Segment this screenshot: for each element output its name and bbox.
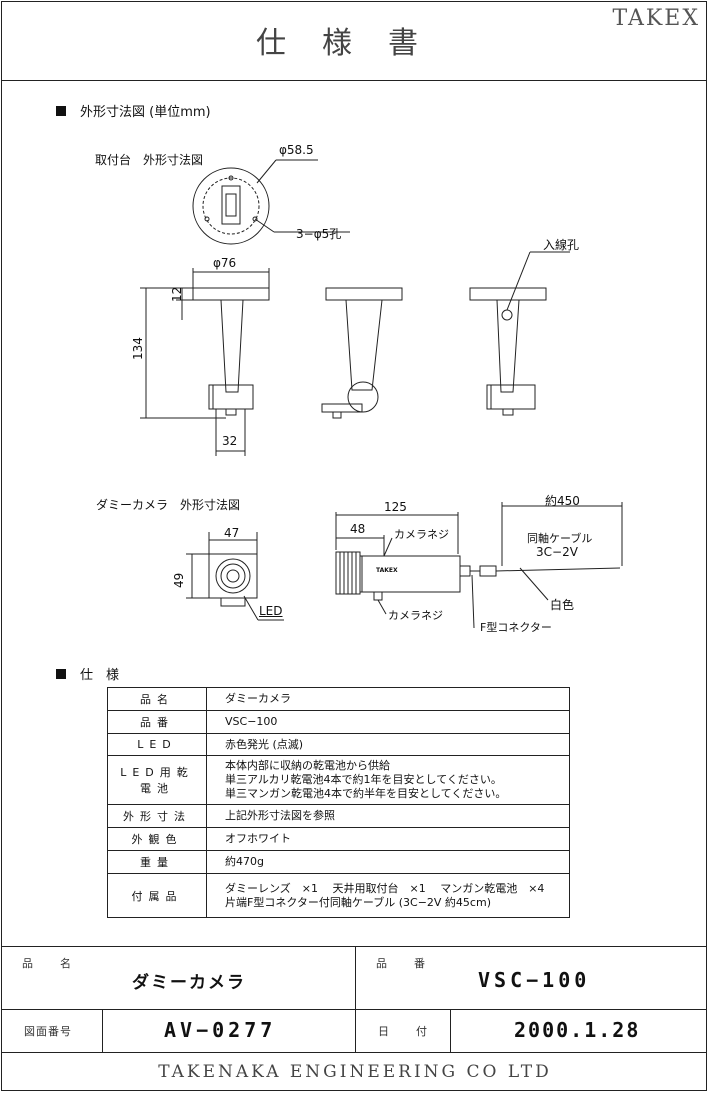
spec-row: 外形寸法 上記外形寸法図を参照 <box>107 804 570 828</box>
spec-value-line: 赤色発光 (点滅) <box>225 737 304 751</box>
spec-key: LED <box>107 733 207 756</box>
mount-caption: 取付台 外形寸法図 <box>95 153 204 167</box>
spec-key: 重量 <box>107 850 207 874</box>
dim-134: 134 <box>131 337 145 360</box>
dim-phi585: φ58.5 <box>279 143 314 157</box>
camera-body-brand: TAKEX <box>376 567 398 574</box>
inlet-hole-label: 入線孔 <box>543 238 580 252</box>
spec-value: 本体内部に収納の乾電池から供給単三アルカリ乾電池4本で約1年を目安としてください… <box>206 755 570 805</box>
dim-32: 32 <box>222 434 238 448</box>
titleblock-code-cell <box>355 946 707 1010</box>
name-value: ダミーカメラ <box>132 973 246 993</box>
spec-key: 外形寸法 <box>107 804 207 828</box>
dim-holes: 3−φ5孔 <box>296 227 342 241</box>
spec-value: 約470g <box>206 850 570 874</box>
dim-47: 47 <box>224 526 240 540</box>
dim-49: 49 <box>172 572 186 588</box>
code-label: 品 番 <box>376 957 433 970</box>
drawing-number-value: AV−0277 <box>164 1018 277 1042</box>
spec-value-line: 約470g <box>225 855 264 868</box>
spec-value-line: 本体内部に収納の乾電池から供給 <box>225 759 390 772</box>
camera-screw-label-bottom: カメラネジ <box>388 609 443 622</box>
spec-row: LED用乾電池本体内部に収納の乾電池から供給単三アルカリ乾電池4本で約1年を目安… <box>107 755 570 805</box>
spec-value-line: 上記外形寸法図を参照 <box>225 809 335 822</box>
spec-key: 外観色 <box>107 827 207 851</box>
coax-cable-type: 3C−2V <box>536 545 578 559</box>
drawing-number-label: 図面番号 <box>24 1025 72 1038</box>
bullet-square-icon <box>56 105 66 116</box>
titleblock-divider-left <box>102 1009 103 1053</box>
white-wire-label: 白色 <box>550 598 575 612</box>
company-name: TAKENAKA ENGINEERING CO LTD <box>158 1062 552 1082</box>
titleblock-date-cell <box>355 1009 707 1053</box>
dim-phi76: φ76 <box>213 256 237 270</box>
camera-front-view <box>186 532 284 621</box>
spec-row: LED 赤色発光 (点滅) <box>107 733 570 756</box>
mount-side-view-2 <box>321 287 403 419</box>
f-connector-label: F型コネクター <box>480 621 552 634</box>
section-spec: 仕 様 <box>56 664 119 683</box>
camera-caption: ダミーカメラ 外形寸法図 <box>96 498 241 512</box>
led-label: LED <box>259 604 283 618</box>
section-dimensions: 外形寸法図 (単位mm) <box>56 101 211 120</box>
camera-screw-label-top: カメラネジ <box>394 528 449 541</box>
spec-value-line: ダミーカメラ <box>225 692 291 705</box>
page-title: 仕様書 <box>256 26 454 61</box>
mount-side-view-3 <box>469 251 570 416</box>
camera-side-view <box>335 502 623 629</box>
spec-key: 品番 <box>107 710 207 734</box>
spec-value: VSC−100 <box>206 710 570 734</box>
spec-value: ダミーカメラ <box>206 687 570 711</box>
section-spec-title: 仕 様 <box>80 668 120 683</box>
spec-value-line: 単三マンガン乾電池4本で約半年を目安としてください。 <box>225 787 507 800</box>
spec-value-line: ダミーレンズ ×1 天井用取付台 ×1 マンガン乾電池 ×4 <box>225 881 545 895</box>
spec-key: LED用乾電池 <box>107 755 207 805</box>
spec-value-line: 単三アルカリ乾電池4本で約1年を目安としてください。 <box>225 773 502 786</box>
dim-12: 12 <box>170 286 184 302</box>
date-value: 2000.1.28 <box>514 1018 641 1042</box>
bullet-square-icon <box>56 668 66 679</box>
dim-450: 約450 <box>545 494 580 508</box>
name-label: 品 名 <box>22 957 79 970</box>
spec-row: 重量 約470g <box>107 850 570 874</box>
header-divider <box>1 80 707 81</box>
mount-side-view <box>140 268 270 456</box>
brand-logo: TAKEX <box>612 6 700 31</box>
spec-row: 外観色 オフホワイト <box>107 827 570 851</box>
section-dimensions-title: 外形寸法図 (単位mm) <box>80 105 211 120</box>
date-label: 日 付 <box>378 1025 435 1038</box>
spec-value: 赤色発光 (点滅) <box>206 733 570 756</box>
spec-value: 上記外形寸法図を参照 <box>206 804 570 828</box>
dim-125: 125 <box>384 500 407 514</box>
spec-value-line: VSC−100 <box>225 715 278 728</box>
spec-key: 付属品 <box>107 873 207 918</box>
dimension-drawings <box>140 159 623 629</box>
dim-48: 48 <box>350 522 366 536</box>
titleblock-divider-right <box>450 1009 451 1053</box>
mount-top-view <box>192 159 350 245</box>
code-value: VSC−100 <box>478 968 591 992</box>
spec-row: 品番 VSC−100 <box>107 710 570 734</box>
spec-value-line: 片端F型コネクター付同軸ケーブル (3C−2V 約45cm) <box>225 895 491 909</box>
spec-row: 品名 ダミーカメラ <box>107 687 570 711</box>
titleblock-top-line <box>1 946 707 947</box>
coax-cable-label: 同軸ケーブル <box>527 532 593 545</box>
spec-value-line: オフホワイト <box>225 832 291 845</box>
spec-value: オフホワイト <box>206 827 570 851</box>
spec-key: 品名 <box>107 687 207 711</box>
